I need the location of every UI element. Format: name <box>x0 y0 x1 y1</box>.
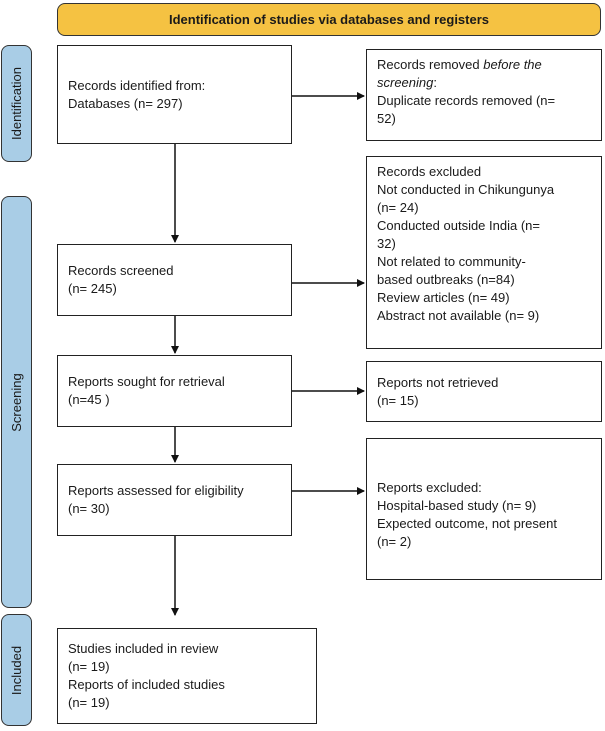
box-records-excluded-line: (n= 24) <box>377 200 419 215</box>
box-records-identified-line: Records identified from: <box>68 77 206 93</box>
box-reports-sought: Reports sought for retrieval (n=45 ) <box>57 355 292 427</box>
box-records-excluded-line: Conducted outside India (n= <box>377 218 540 233</box>
box-records-removed-line: 52) <box>377 111 396 126</box>
box-studies-included: Studies included in review (n= 19) Repor… <box>57 628 317 724</box>
box-studies-included-line: (n= 19) <box>68 659 110 674</box>
box-records-screened-line: (n= 245) <box>68 281 117 296</box>
box-records-excluded-line: based outbreaks (n=84) <box>377 272 515 287</box>
box-records-excluded-line: Not related to community- <box>377 254 526 269</box>
removed-italic: screening <box>377 75 434 90</box>
box-reports-excluded: Reports excluded: Hospital-based study (… <box>366 438 602 580</box>
phase-included: Included <box>1 614 32 726</box>
box-records-excluded: Records excluded Not conducted in Chikun… <box>366 156 602 349</box>
box-records-excluded-line: Review articles (n= 49) <box>377 290 510 305</box>
box-records-removed-line: screening: <box>377 74 591 92</box>
box-reports-sought-line: (n=45 ) <box>68 392 110 407</box>
box-records-removed-line: Records removed before the <box>377 56 591 74</box>
header-banner: Identification of studies via databases … <box>57 3 601 36</box>
box-reports-excluded-line: Reports excluded: <box>377 480 482 495</box>
box-records-identified-line: Databases (n= 297) <box>68 95 183 111</box>
box-studies-included-line: (n= 19) <box>68 695 110 710</box>
header-title: Identification of studies via databases … <box>168 12 490 27</box>
phase-screening: Screening <box>1 196 32 608</box>
box-reports-excluded-line: Expected outcome, not present <box>377 516 557 531</box>
box-records-excluded-line: Not conducted in Chikungunya <box>377 182 555 197</box>
box-records-screened: Records screened (n= 245) <box>57 244 292 316</box>
box-records-excluded-line: Records excluded <box>377 164 482 179</box>
box-studies-included-line: Reports of included studies <box>68 677 225 692</box>
box-records-excluded-line: Abstract not available (n= 9) <box>377 308 540 323</box>
box-records-identified: Records identified from: Databases (n= 2… <box>57 45 292 144</box>
box-reports-not-retrieved: Reports not retrieved (n= 15) <box>366 361 602 422</box>
box-reports-not-retrieved-line: Reports not retrieved <box>377 374 499 390</box>
box-records-screened-line: Records screened <box>68 263 174 278</box>
box-records-removed-line: Duplicate records removed (n= <box>377 93 556 108</box>
box-records-removed: Records removed before the screening: Du… <box>366 49 602 141</box>
box-studies-included-line: Studies included in review <box>68 641 219 656</box>
removed-italic: before the <box>483 57 542 72</box>
box-reports-sought-line: Reports sought for retrieval <box>68 374 225 389</box>
box-records-excluded-line: 32) <box>377 236 396 251</box>
box-reports-excluded-line: (n= 2) <box>377 534 412 549</box>
removed-text: Records removed <box>377 57 484 72</box>
box-reports-not-retrieved-line: (n= 15) <box>377 392 419 408</box>
box-reports-excluded-line: Hospital-based study (n= 9) <box>377 498 537 513</box>
box-reports-assessed-line: (n= 30) <box>68 501 110 516</box>
box-reports-assessed: Reports assessed for eligibility (n= 30) <box>57 464 292 536</box>
removed-text: : <box>433 75 437 90</box>
phase-identification: Identification <box>1 45 32 162</box>
box-reports-assessed-line: Reports assessed for eligibility <box>68 483 244 498</box>
